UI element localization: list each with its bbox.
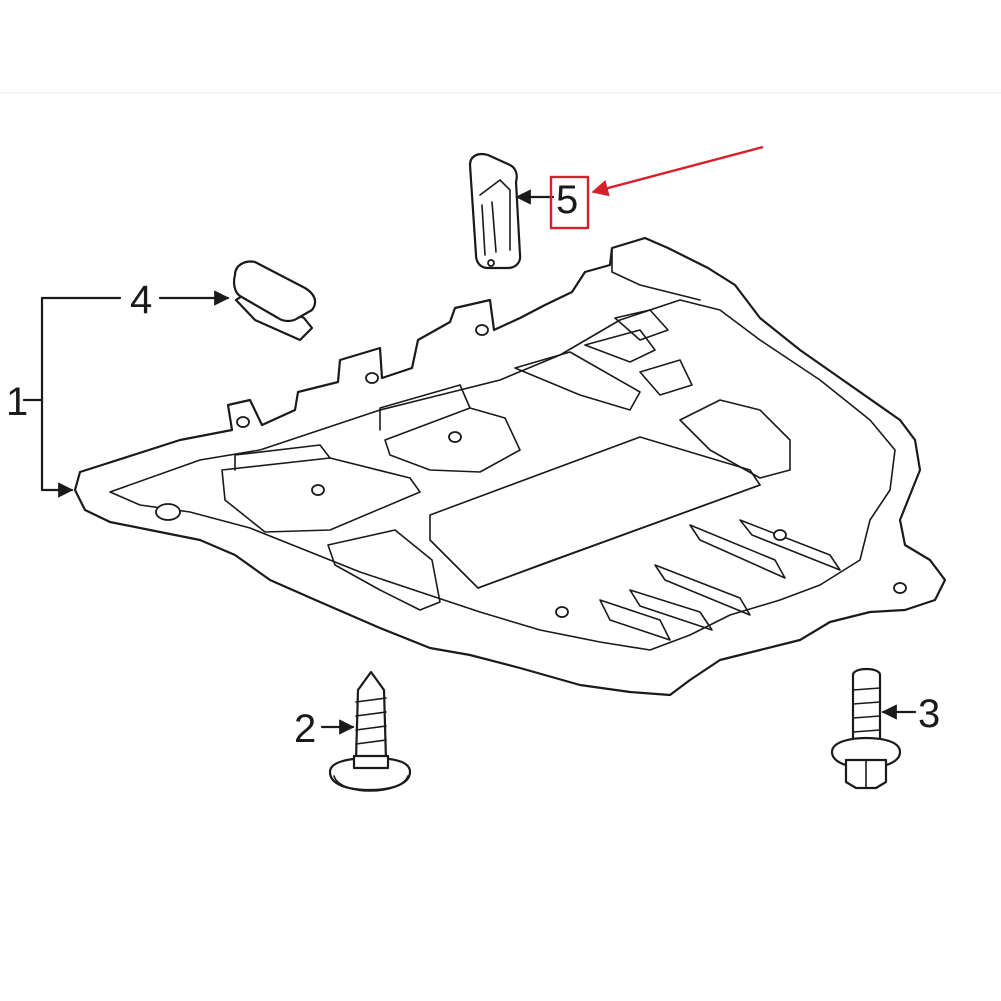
bolt-hole (365, 372, 379, 384)
shield-outline (73, 236, 947, 697)
bolt-hole (311, 484, 325, 496)
callout-4: 4 (130, 278, 152, 322)
front-louver-4 (689, 524, 786, 579)
callout-5: 5 (556, 178, 578, 222)
highlight-arrow (591, 145, 764, 197)
bolt-hole (893, 582, 907, 594)
front-louver-2 (629, 589, 713, 631)
part-5-bracket (468, 152, 522, 270)
bolt-hole (773, 529, 787, 541)
bolt-hole (475, 324, 489, 336)
part-2-screw (328, 670, 412, 792)
left-pocket (221, 457, 421, 533)
center-pocket (384, 407, 521, 473)
under-engine-shield (73, 236, 947, 697)
part-3-bolt (830, 667, 902, 790)
callout-2: 2 (294, 707, 316, 751)
top-vent-1 (514, 351, 641, 411)
right-pocket (679, 399, 791, 479)
part-4-clip (232, 260, 317, 342)
callout-1-leader (40, 296, 122, 498)
front-left-pocket (327, 529, 441, 611)
front-louver-1 (599, 599, 671, 641)
callout-3: 3 (918, 692, 940, 736)
bolt-hole (555, 606, 569, 618)
shield-inner-rim (109, 299, 896, 651)
bolt-hole (155, 503, 181, 521)
highlight-box (549, 175, 590, 230)
front-louver-3 (654, 564, 751, 616)
bolt-hole (236, 416, 250, 428)
bolt-hole (448, 431, 462, 443)
callout-1: 1 (6, 380, 28, 424)
